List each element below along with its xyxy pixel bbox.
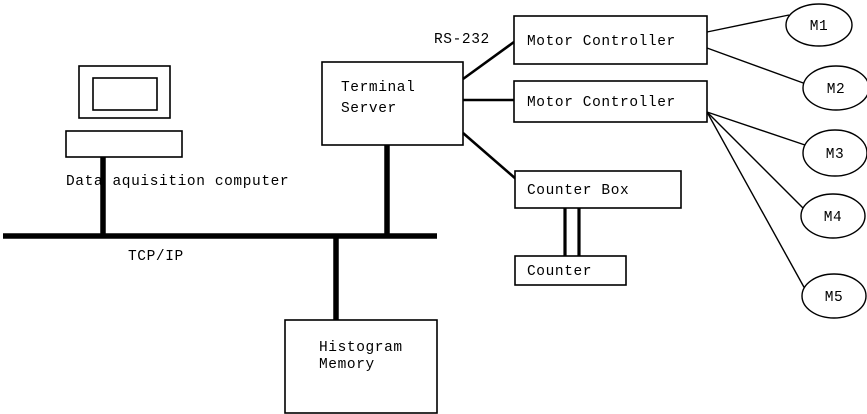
link-motor-controller-1-to-m1: [706, 14, 790, 33]
motor-m2-label: M2: [827, 82, 845, 98]
counter-box-label: Counter Box: [527, 183, 629, 199]
motor-m1-label: M1: [810, 19, 828, 35]
motor-controller-1-label: Motor Controller: [527, 34, 676, 50]
counter-box-box: [514, 170, 682, 209]
terminal-server-label-line1: Terminal: [341, 80, 415, 96]
motor-group: M1 M2 M3 M4 M5: [785, 3, 867, 319]
motor-controller-2-label: Motor Controller: [527, 95, 676, 111]
motor-m3-label: M3: [826, 147, 844, 163]
histogram-memory-label-line1: Histogram: [319, 340, 403, 356]
motor-m5-label: M5: [825, 290, 843, 306]
histogram-memory-box: [284, 319, 438, 414]
counter-label: Counter: [527, 264, 592, 280]
motor-m4-ellipse: [800, 193, 866, 239]
motor-controller-1-box: [513, 15, 708, 65]
motor-m3-ellipse: [802, 129, 867, 177]
terminal-server-box: [321, 61, 464, 146]
monitor-screen: [92, 77, 158, 111]
data-acquisition-computer-label: Data aquisition computer: [66, 174, 289, 190]
counter-box: [514, 255, 627, 286]
link-terminal-server-to-counter-box: [462, 132, 517, 180]
terminal-server-node: [321, 61, 464, 236]
tcpip-bus-label: TCP/IP: [128, 249, 184, 265]
computer-base-unit: [65, 130, 183, 158]
motor-m4-label: M4: [824, 210, 842, 226]
histogram-memory-label-line2: Memory: [319, 357, 375, 373]
data-acquisition-computer: [65, 65, 183, 236]
terminal-server-label-line2: Server: [341, 101, 397, 117]
rs232-link-label: RS-232: [434, 32, 490, 48]
link-motor-controller-2-to-m4: [706, 111, 805, 210]
link-motor-controller-2-to-m5: [706, 111, 806, 290]
motor-m5-ellipse: [801, 273, 867, 319]
link-motor-controller-2-to-m3: [706, 111, 806, 146]
link-terminal-server-to-motor-controller-1: [462, 40, 515, 81]
motor-m2-ellipse: [802, 65, 867, 111]
motor-m1-ellipse: [785, 3, 853, 47]
link-motor-controller-1-to-m2: [706, 47, 807, 85]
motor-controller-2-box: [513, 80, 708, 123]
